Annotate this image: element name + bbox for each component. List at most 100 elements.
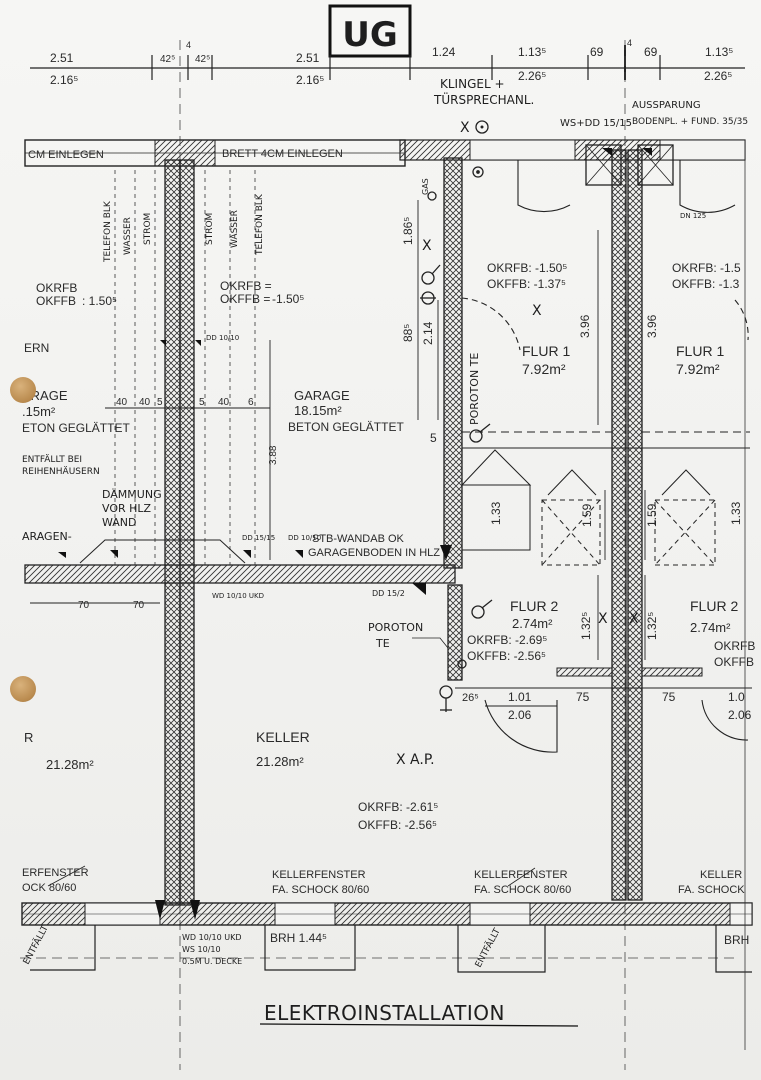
stb-wand-label: STB-WANDAB OK (312, 533, 405, 545)
reihenhaeusern: REIHENHÄUSERN (22, 466, 100, 477)
keller-okffb: OKFFB: -2.56⁵ (358, 818, 437, 832)
title-label: ELEKTROINSTALLATION (264, 1001, 505, 1025)
dim-top-small-1: 4 (186, 40, 191, 50)
garage-beton: BETON GEGLÄTTET (288, 420, 404, 434)
wd-note-1: WD 10/10 UKD (182, 933, 241, 942)
wd-note-2: WS 10/10 (182, 945, 221, 954)
dim-133-a: 1.33 (489, 501, 503, 525)
flur1r-label: FLUR 1 (676, 343, 724, 359)
flur2-switch-symbols: X X (439, 599, 639, 712)
dd-10-label: DD 10/10 (206, 334, 239, 342)
dim-70-a: 70 (78, 600, 90, 611)
dim-top-5: 1.24 (432, 45, 456, 59)
keller-left-area: 21.28m² (46, 757, 94, 772)
flur2-okrfb: OKRFB: -2.69⁵ (467, 633, 547, 647)
vlabel-wasser-2: WASSER (230, 210, 240, 248)
dim-row-5: 40 (218, 397, 230, 408)
brh-label: BRH 1.44⁵ (270, 931, 327, 945)
kellerfenster-3-spec: FA. SCHOCK (678, 884, 745, 896)
dim-206: 2.06 (508, 708, 532, 722)
dim-top-7: 69 (590, 45, 604, 59)
wd-note-3: 0.5M U. DECKE (182, 957, 242, 966)
wd-ukd-label: WD 10/10 UKD (212, 592, 264, 600)
kellerfenster-3: KELLER (700, 869, 742, 881)
svg-text:X: X (598, 611, 608, 627)
flur2-okffb: OKFFB: -2.56⁵ (467, 649, 546, 663)
flur2-area: 2.74m² (512, 616, 553, 631)
dim-bottom-2: 2.16⁵ (296, 73, 324, 87)
tuersprech-note: TÜRSPRECHANL. (433, 91, 534, 107)
dim-75-a: 75 (576, 690, 590, 704)
svg-text:X: X (629, 611, 639, 627)
garage-okffb-value: -1.50⁵ (272, 292, 304, 306)
drawing-title: ELEKTROINSTALLATION (259, 1001, 579, 1027)
entfaellt-1: ENTFÄLLT (21, 923, 51, 966)
dim-top-2: 42⁵ (160, 54, 175, 65)
left-garage-beton: ETON GEGLÄTTET (22, 421, 130, 435)
walls (21, 144, 753, 973)
keller-okrfb: OKRFB: -2.61⁵ (358, 800, 438, 814)
dim-101-r: 1.0 (728, 690, 745, 704)
poroton-vertical-label: POROTON TE (468, 353, 481, 425)
vlabel-telefon-1: TELEFON BLK (103, 200, 113, 263)
stair-details (460, 431, 750, 566)
ap-label: X A.P. (396, 752, 435, 768)
garage-okffb: OKFFB = (220, 292, 270, 306)
brett-left-label: CM EINLEGEN (28, 149, 104, 161)
dim-133-b: 1.33 (729, 501, 743, 525)
dd-1010-label: DD 10/10 (288, 534, 321, 542)
kf-left-2: OCK 80/60 (22, 882, 76, 894)
flur2r-okffb: OKFFB (714, 655, 754, 669)
dd-152-label: DD 15/2 (372, 589, 405, 598)
entfaellt-bei: ENTFÄLLT BEI (22, 454, 82, 465)
dim-101: 1.01 (508, 690, 532, 704)
dim-206-r: 2.06 (728, 708, 752, 722)
left-okrfb: OKRFB (36, 281, 77, 295)
dim-top-9: 1.13⁵ (705, 45, 733, 59)
punch-hole-top (10, 377, 36, 403)
aussparung-note: AUSSPARUNG (632, 100, 701, 111)
dim-top-small-2: 4 (627, 38, 632, 48)
klingel-note: KLINGEL + (440, 77, 505, 91)
svg-text:X: X (532, 303, 542, 319)
kf-left-1: ERFENSTER (22, 867, 89, 879)
dim-75-b: 75 (662, 690, 676, 704)
dim-top-1: 2.51 (50, 51, 74, 65)
left-okffb-value: : 1.50⁵ (82, 294, 117, 308)
pipe-labels: TELEFON BLK WASSER STROM STROM WASSER TE… (103, 193, 265, 263)
vlabel-strom-2: STROM (205, 213, 215, 245)
flur1-label: FLUR 1 (522, 343, 570, 359)
door-swings (461, 160, 749, 753)
dim-bottom-3: 2.26⁵ (518, 69, 546, 83)
keller-label: KELLER (256, 729, 310, 745)
dim-bottom-1: 2.16⁵ (50, 73, 78, 87)
flur2r-label: FLUR 2 (690, 598, 738, 614)
switch-symbols: X X (420, 166, 542, 443)
brh-right-label: BRH (724, 933, 749, 947)
dim-396-a: 3.96 (578, 314, 592, 338)
garage-label: GARAGE (294, 388, 350, 403)
keller-left-r: R (24, 730, 33, 745)
vlabel-wasser-1: WASSER (123, 217, 133, 255)
bell-symbol: X (460, 120, 489, 136)
left-ern-label: ERN (24, 341, 49, 355)
dim-row-2: 40 (139, 397, 151, 408)
garage-okrfb: OKRFB = (220, 279, 272, 293)
flur1-area: 7.92m² (522, 361, 566, 377)
flur2r-area: 2.74m² (690, 620, 731, 635)
entfaellt-2: ENTFÄLLT (473, 926, 503, 969)
flur2-label: FLUR 2 (510, 598, 558, 614)
dim-bottom-4: 2.26⁵ (704, 69, 732, 83)
dim-row-3: 5 (157, 397, 163, 408)
daemmung-label: DÄMMUNG (102, 488, 162, 501)
dim-388: 3.88 (268, 445, 279, 465)
dim-row-1: 40 (116, 397, 128, 408)
dim-159-a: 1.59 (580, 503, 594, 527)
dim-70-b: 70 (133, 600, 145, 611)
ug-stamp: UG (328, 4, 412, 58)
kellerfenster-1: KELLERFENSTER (272, 869, 366, 881)
vlabel-telefon-2: TELEFON BLK (255, 193, 265, 256)
kellerfenster-2-spec: FA. SCHOCK 80/60 (474, 884, 571, 896)
svg-text:X: X (422, 238, 432, 254)
